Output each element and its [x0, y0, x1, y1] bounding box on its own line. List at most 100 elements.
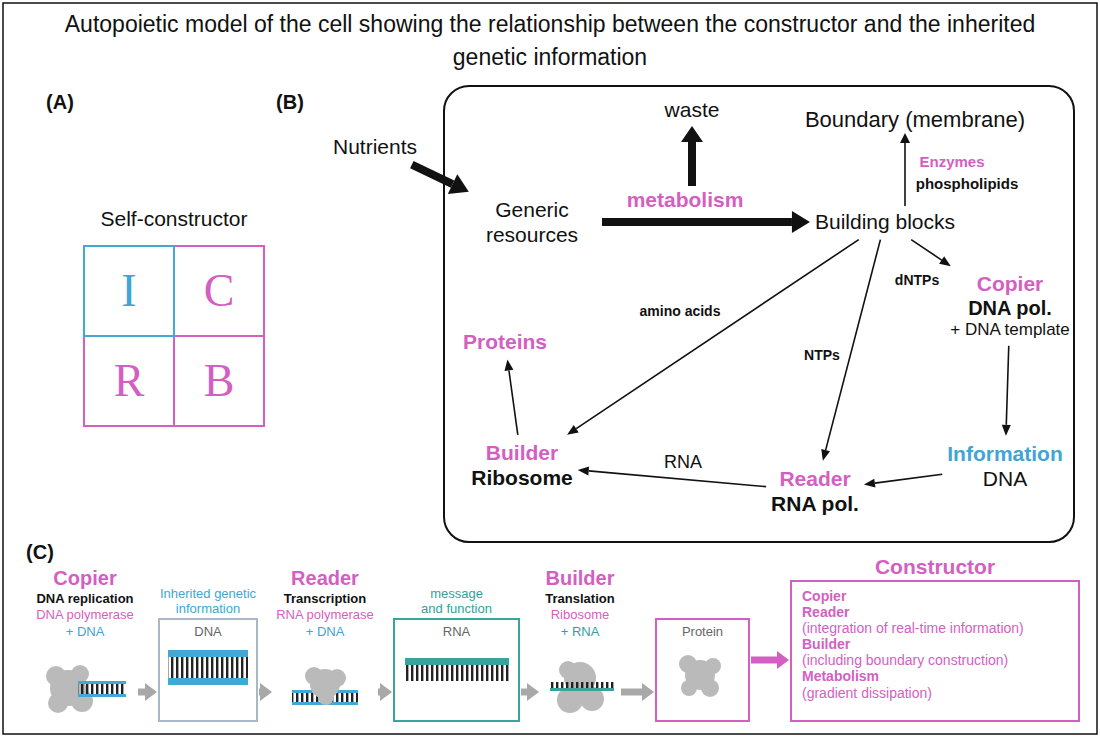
reader-cell: R — [83, 335, 175, 427]
node-text: (integration of real-time information) — [802, 620, 1068, 636]
self-constructor-grid: Self-constructorICRB — [83, 245, 265, 427]
node-text: Boundary (membrane) — [805, 107, 1025, 133]
rna-strand — [405, 658, 509, 681]
flow-arrow — [875, 474, 942, 483]
node-text: Proteins — [463, 329, 547, 354]
builder-node: BuilderRibosome — [471, 440, 573, 490]
resource-node: Generic resources — [467, 197, 597, 247]
flow-arrow — [509, 370, 518, 434]
constructor-cell: C — [173, 245, 265, 337]
node-text: Copier — [950, 271, 1070, 296]
node-text: (including boundary construction) — [802, 652, 1068, 668]
flow-arrow — [911, 240, 941, 260]
node-text: Reader — [802, 604, 1068, 620]
node-text: Building blocks — [815, 209, 955, 234]
ribosome-icon — [550, 661, 614, 713]
node-text: RNA — [443, 624, 470, 640]
diagram-title: Autopoietic model of the cell showing th… — [50, 8, 1050, 74]
node-text: Ribosome — [471, 465, 573, 490]
node-text: Constructor — [875, 555, 995, 579]
flow-arrow — [602, 218, 792, 226]
node-text: DNA pol. — [950, 296, 1070, 320]
node-text: Inherited genetic information — [138, 587, 278, 617]
waste-arrow — [681, 126, 703, 186]
flow-arrow — [1006, 346, 1008, 425]
information-node: InformationDNA — [947, 441, 1063, 491]
edge-label: dNTPs — [893, 272, 941, 288]
node-text: (gradient dissipation) — [802, 685, 1068, 701]
node-text: Builder — [802, 636, 1068, 652]
flow-arrow — [521, 689, 527, 696]
rna-polymerase-icon — [292, 667, 358, 705]
node-text: RNA pol. — [771, 491, 859, 516]
node-text: Reader — [771, 466, 859, 491]
node-text: Copier — [53, 566, 116, 591]
node-text: Self-constructor — [100, 207, 247, 231]
flow-arrow — [412, 165, 453, 184]
flow-label: phospholipids — [914, 175, 1021, 192]
copier-node: CopierDNA pol.+ DNA template — [950, 271, 1070, 341]
resource-node: Building blocks — [815, 209, 955, 234]
step-group: CopierDNA replicationDNA polymerase+ DNA — [33, 566, 137, 718]
flow-arrow — [589, 471, 766, 487]
product-box: Inherited genetic informationDNA — [158, 618, 258, 722]
node-text: Transcription — [284, 591, 366, 607]
dna-strand — [168, 650, 248, 685]
node-text: RNA polymerase — [276, 607, 374, 623]
node-text: + DNA template — [950, 320, 1070, 340]
flow-arrow — [751, 657, 777, 664]
node-text: Copier — [802, 588, 1068, 604]
panel-label: (A) — [44, 91, 76, 114]
node-text: Builder — [471, 440, 573, 465]
node-text: Generic resources — [467, 197, 597, 247]
node-text: DNA polymerase — [36, 607, 134, 623]
output-label: waste — [663, 98, 722, 122]
dna-polymerase-icon — [46, 665, 126, 713]
builder-cell: B — [173, 335, 265, 427]
flow-arrow — [138, 689, 145, 696]
node-text: B — [204, 358, 235, 404]
constructor-box: ConstructorCopierReader(integration of r… — [790, 580, 1080, 722]
node-text: + DNA — [66, 624, 105, 640]
edge-label: amino acids — [638, 303, 723, 319]
node-text: Nutrients — [333, 134, 417, 159]
node-text: DNA replication — [36, 591, 133, 607]
reader-node: ReaderRNA pol. — [771, 466, 859, 516]
node-text: R — [114, 358, 145, 404]
node-text: Translation — [545, 591, 614, 607]
flow-arrow — [621, 689, 642, 696]
flow-arrow — [378, 689, 380, 696]
node-text: + DNA — [306, 624, 345, 640]
flow-arrow — [826, 240, 881, 451]
product-node: Proteins — [463, 329, 547, 354]
node-text: DNA — [947, 466, 1063, 491]
node-text: DNA — [194, 624, 221, 640]
node-text: Reader — [291, 566, 359, 591]
node-text: Information — [947, 441, 1063, 466]
step-group: ReaderTranscriptionRNA polymerase+ DNA — [273, 566, 377, 718]
node-text: + RNA — [561, 624, 600, 640]
edge-label: NTPs — [802, 347, 842, 363]
panel-label: (B) — [274, 91, 306, 114]
flow-arrow — [259, 689, 260, 696]
node-text: C — [204, 268, 235, 314]
node-text: Ribosome — [551, 607, 610, 623]
flow-arrow — [576, 240, 858, 429]
input-label: Nutrients — [333, 134, 417, 159]
node-text: Metabolism — [802, 668, 1068, 684]
edge-label: metabolism — [625, 188, 746, 212]
node-text: message and function — [419, 587, 495, 617]
protein-icon — [679, 655, 721, 697]
product-box: Protein — [655, 618, 750, 722]
info-cell: I — [83, 245, 175, 337]
panel-label: (C) — [24, 541, 56, 564]
node-text: Builder — [546, 566, 615, 591]
outer-frame — [3, 3, 1097, 734]
step-group: BuilderTranslationRibosome+ RNA — [540, 566, 620, 718]
flow-label: Enzymes — [917, 153, 986, 170]
product-box: message and functionRNA — [393, 618, 520, 722]
boundary-arrow — [900, 133, 910, 206]
edge-label: RNA — [662, 452, 704, 473]
node-text: I — [121, 268, 136, 314]
node-text: Protein — [682, 624, 723, 640]
